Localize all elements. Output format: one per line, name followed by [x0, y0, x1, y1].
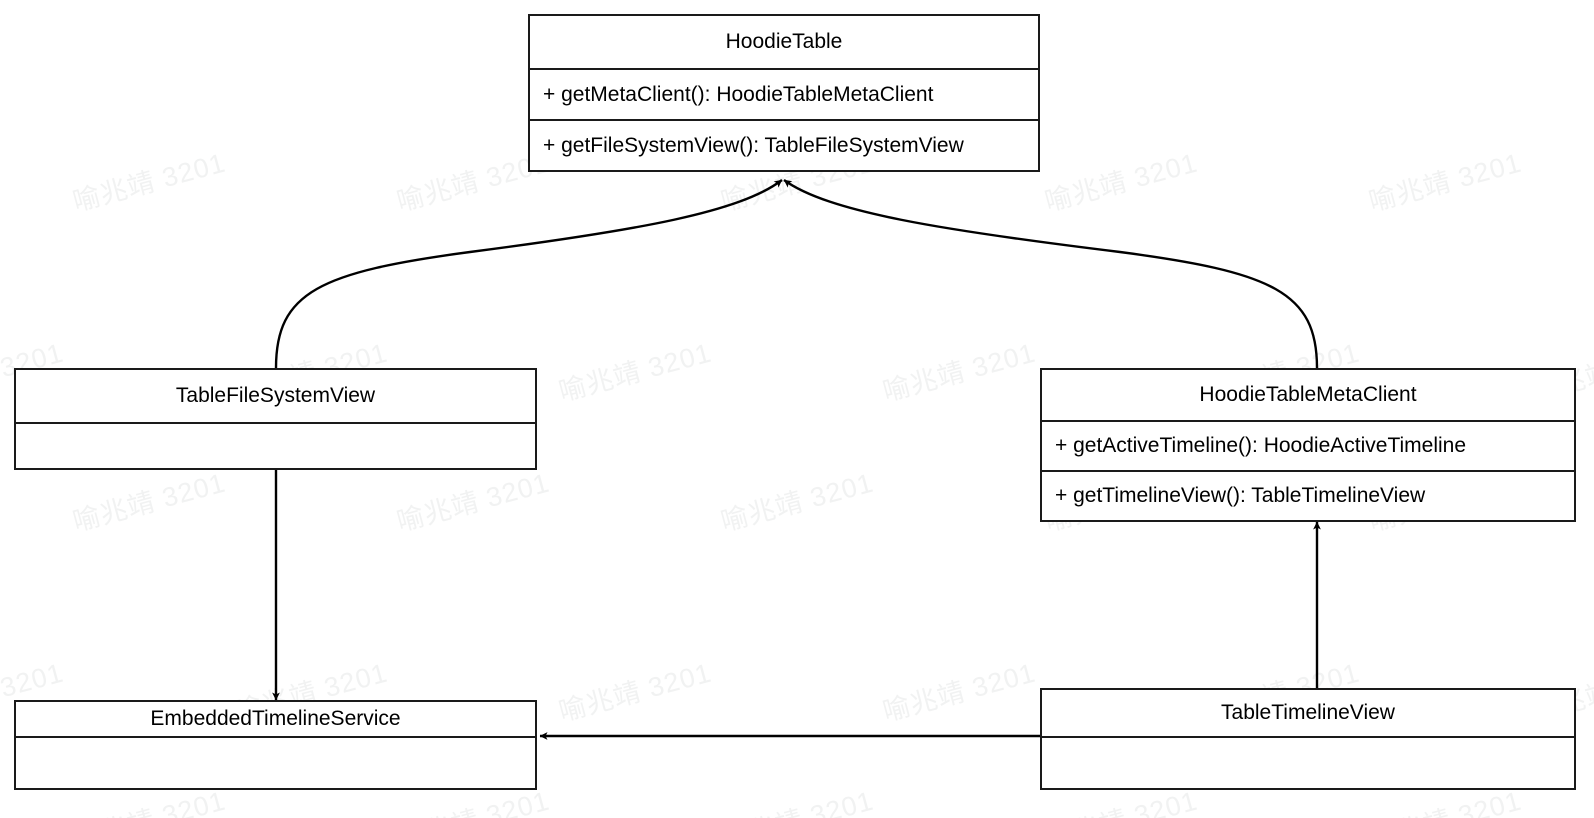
class-box-table-timeline-view[interactable]: TableTimelineView — [1040, 688, 1576, 790]
class-box-table-file-system-view[interactable]: TableFileSystemView — [14, 368, 537, 470]
class-member: + getFileSystemView(): TableFileSystemVi… — [530, 119, 1038, 170]
class-box-hoodie-table[interactable]: HoodieTable + getMetaClient(): HoodieTab… — [528, 14, 1040, 172]
class-name-embedded-timeline-service: EmbeddedTimelineService — [16, 702, 535, 738]
class-box-embedded-timeline-service[interactable]: EmbeddedTimelineService — [14, 700, 537, 790]
class-name-table-file-system-view: TableFileSystemView — [16, 370, 535, 424]
class-name-hoodie-table: HoodieTable — [530, 16, 1038, 70]
class-members-hoodie-table: + getMetaClient(): HoodieTableMetaClient… — [530, 70, 1038, 170]
class-members-hoodie-table-meta-client: + getActiveTimeline(): HoodieActiveTimel… — [1042, 422, 1574, 520]
class-member: + getMetaClient(): HoodieTableMetaClient — [543, 82, 934, 106]
edge-table-file-system-view-to-hoodie-table — [274, 179, 783, 369]
class-members-embedded-timeline-service — [16, 738, 535, 788]
edge-hoodie-table-meta-client-to-hoodie-table — [783, 179, 1319, 369]
class-member: + getTimelineView(): TableTimelineView — [1042, 470, 1574, 520]
class-members-table-timeline-view — [1042, 738, 1574, 788]
class-member: + getActiveTimeline(): HoodieActiveTimel… — [1055, 434, 1467, 457]
class-members-table-file-system-view — [16, 424, 535, 468]
class-box-hoodie-table-meta-client[interactable]: HoodieTableMetaClient + getActiveTimelin… — [1040, 368, 1576, 522]
class-name-table-timeline-view: TableTimelineView — [1042, 690, 1574, 738]
class-name-hoodie-table-meta-client: HoodieTableMetaClient — [1042, 370, 1574, 422]
